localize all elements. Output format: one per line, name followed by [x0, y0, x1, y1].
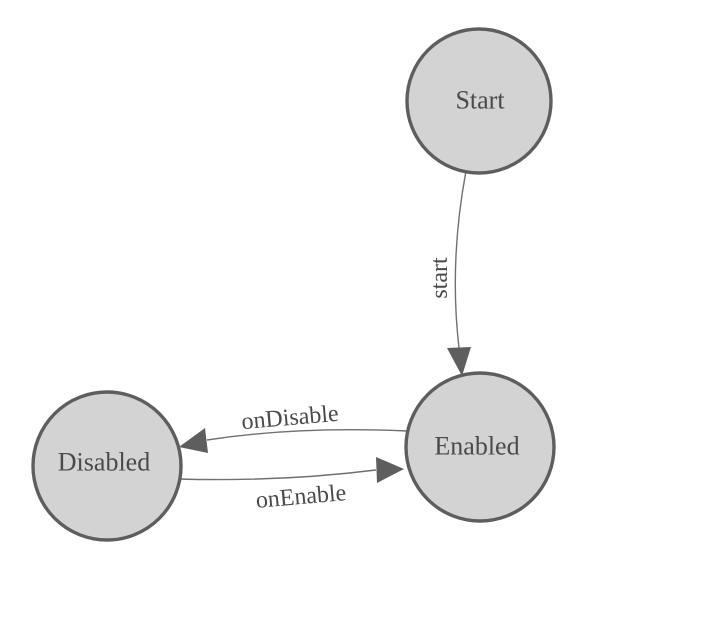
edge-start-to-enabled: start [427, 170, 471, 376]
edge-label-onenable: onEnable [255, 480, 348, 514]
state-label-disabled: Disabled [58, 448, 150, 477]
state-node-start[interactable]: Start [405, 27, 553, 175]
state-circle-start[interactable] [405, 27, 553, 175]
arrowhead-down-icon [447, 347, 471, 376]
state-circle-disabled[interactable] [31, 390, 183, 542]
state-label-start: Start [455, 86, 505, 115]
state-node-enabled[interactable]: Enabled [404, 371, 556, 523]
arrowhead-left-icon [179, 428, 208, 453]
edge-line-start-to-enabled [454, 170, 467, 349]
state-node-disabled[interactable]: Disabled [31, 390, 183, 542]
state-circle-enabled[interactable] [404, 371, 556, 523]
edge-label-start: start [427, 257, 453, 299]
arrowhead-right-icon [376, 457, 404, 483]
edge-disabled-to-enabled: onEnable [177, 457, 404, 514]
state-label-enabled: Enabled [434, 432, 519, 461]
edge-line-enabled-to-disabled [206, 428, 408, 441]
edge-enabled-to-disabled: onDisable [179, 401, 408, 453]
edge-line-disabled-to-enabled [177, 469, 377, 481]
